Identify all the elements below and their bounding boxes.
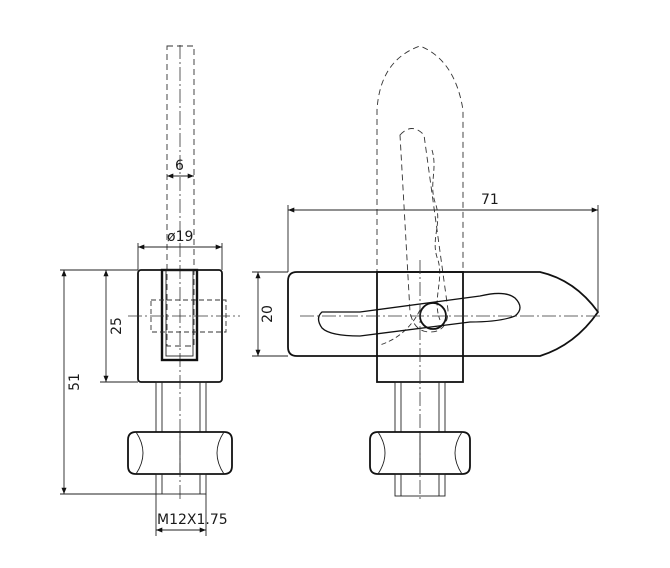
thread-end — [155, 473, 207, 495]
dim-latch-length: 71 — [481, 192, 499, 208]
dim-head-diameter: ø19 — [167, 229, 193, 245]
dim-thread: M12X1.75 — [157, 512, 228, 528]
front-thread-end — [394, 473, 446, 497]
dim-latch-height: 20 — [260, 305, 276, 323]
dim-pin-width: 6 — [175, 158, 184, 174]
latch-slot — [317, 292, 521, 337]
pin-hidden-outline — [166, 45, 195, 347]
dim-head-height: 25 — [109, 317, 125, 335]
side-view: 6 ø19 25 51 M12X1.75 — [60, 45, 240, 536]
latch-body — [287, 271, 600, 357]
latch-slot-hidden — [399, 128, 449, 333]
front-view: 71 20 — [252, 45, 600, 500]
shank — [155, 381, 207, 433]
dim-overall-height: 51 — [67, 373, 83, 391]
